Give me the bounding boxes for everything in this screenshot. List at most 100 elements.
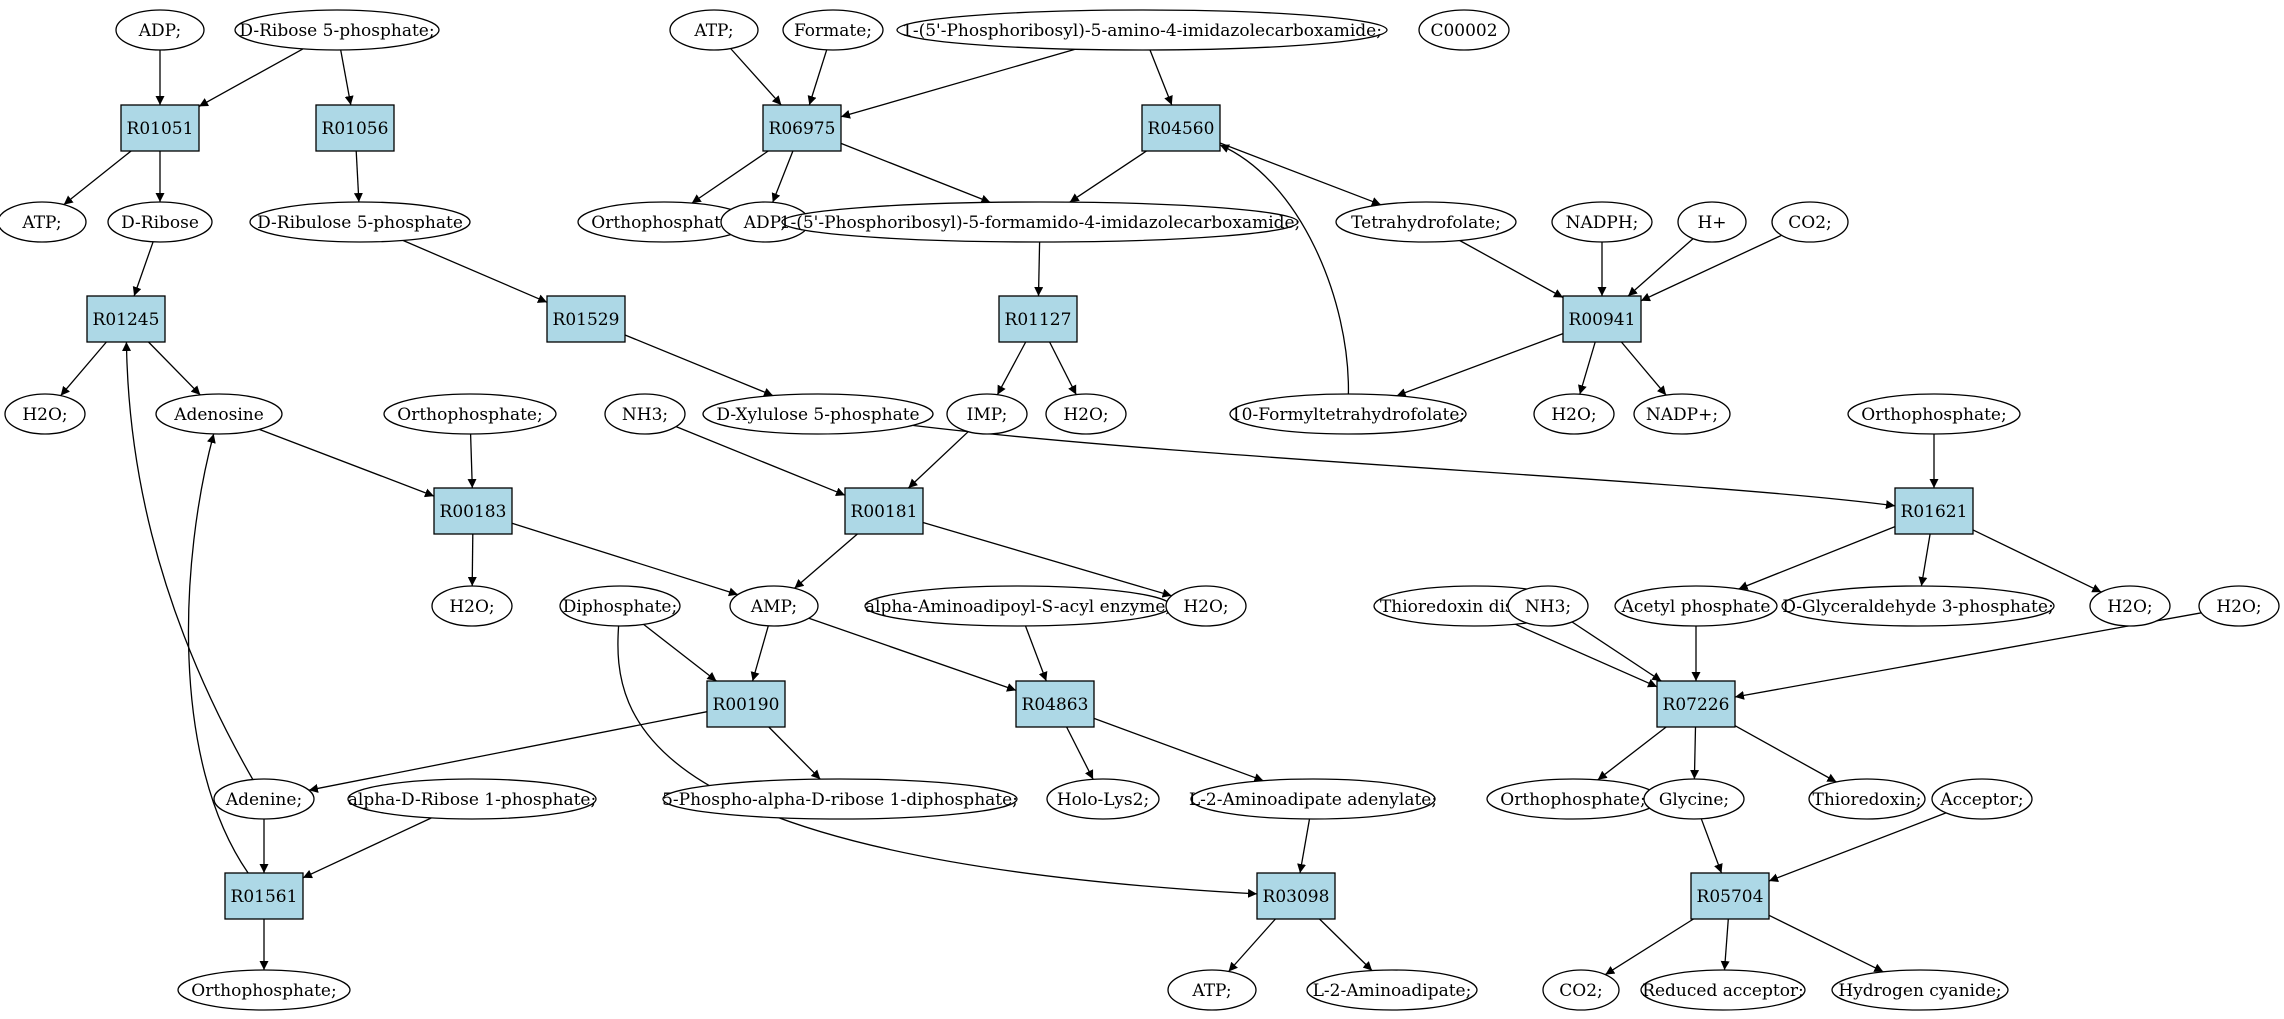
- compound-node-c_ru5p: D-Ribulose 5-phosphate: [249, 201, 471, 243]
- reaction-node-r_R06975: R06975: [762, 104, 842, 152]
- compound-ellipse: [1633, 393, 1731, 435]
- reaction-node-r_R07226: R07226: [1656, 680, 1736, 728]
- compound-node-c_h2o5: H2O;: [1165, 585, 1247, 627]
- compound-ellipse: [604, 393, 686, 435]
- compound-ellipse: [669, 9, 759, 51]
- node-label: Hydrogen cyanide;: [1838, 981, 2001, 1001]
- reaction-node-r_R01051: R01051: [120, 104, 200, 152]
- node-label: Glycine;: [1659, 790, 1729, 810]
- node-label: Thioredoxin;: [1813, 790, 1922, 810]
- compound-ellipse: [155, 393, 283, 435]
- edge-r_R04863-to-c_holo: [1066, 726, 1094, 780]
- edge-r_R00181-to-c_amp: [794, 533, 858, 589]
- node-label: R04560: [1148, 119, 1215, 139]
- compound-ellipse: [702, 393, 934, 435]
- node-label: ATP;: [693, 21, 733, 41]
- node-label: alpha-D-Ribose 1-phosphate;: [348, 790, 596, 810]
- edge-r_R04560-to-c_faicar: [1069, 150, 1147, 203]
- edge-r_R00190-to-c_adenine: [308, 711, 708, 793]
- node-label: H2O;: [2216, 597, 2261, 617]
- edge-r_R07226-to-c_trx: [1734, 725, 1837, 783]
- compound-node-c_formate: Formate;: [782, 9, 884, 51]
- edge-c_thf-to-r_R00941: [1459, 239, 1564, 299]
- node-label: R00183: [440, 502, 507, 522]
- compound-node-c_ortho5: Orthophosphate;: [177, 969, 351, 1011]
- node-label: R03098: [1263, 887, 1330, 907]
- node-label: C00002: [1430, 21, 1497, 41]
- compound-ellipse: [1808, 778, 1926, 820]
- edge-c_diphos-to-r_R00190: [643, 623, 717, 682]
- compound-ellipse: [946, 393, 1028, 435]
- node-label: CO2;: [1788, 213, 1832, 233]
- node-label: Adenosine: [173, 405, 264, 425]
- node-label: NADP+;: [1646, 405, 1718, 425]
- reaction-box: [1015, 680, 1095, 728]
- edge-r_R01529-to-c_xu5p: [624, 334, 774, 397]
- reaction-node-r_R01245: R01245: [86, 295, 166, 343]
- edge-c_imp-to-r_R00181: [907, 431, 969, 489]
- node-label: ATP;: [1191, 981, 1231, 1001]
- compound-ellipse: [431, 585, 513, 627]
- edge-r_R00183-to-c_amp: [511, 522, 739, 597]
- compound-ellipse: [1335, 201, 1517, 243]
- edge-c_dribose-to-r_R01245: [132, 241, 154, 297]
- compound-ellipse: [1771, 201, 1849, 243]
- compound-node-c_hcn: Hydrogen cyanide;: [1831, 969, 2009, 1011]
- compound-node-c_prpp: 5-Phospho-alpha-D-ribose 1-diphosphate;: [662, 778, 1018, 820]
- compound-ellipse: [1847, 393, 2021, 435]
- compound-ellipse: [347, 778, 597, 820]
- edge-c_adenosine-to-r_R00183: [259, 428, 435, 498]
- node-label: R05704: [1697, 887, 1764, 907]
- node-label: R06975: [769, 119, 836, 139]
- node-label: Acceptor;: [1939, 790, 2023, 810]
- compound-ellipse: [1614, 585, 1778, 627]
- node-label: R01621: [1901, 502, 1968, 522]
- compound-ellipse: [1931, 778, 2033, 820]
- compound-ellipse: [1167, 969, 1257, 1011]
- edge-r_R05704-to-c_co2b: [1604, 918, 1694, 976]
- compound-node-c_c00002: C00002: [1418, 9, 1510, 51]
- node-label: R00181: [851, 502, 918, 522]
- compound-ellipse: [107, 201, 213, 243]
- compound-node-c_hplus: H+: [1677, 201, 1747, 243]
- compound-ellipse: [1306, 969, 1478, 1011]
- compound-ellipse: [559, 585, 681, 627]
- compound-node-c_amp: AMP;: [729, 585, 819, 627]
- compound-node-c_co2b: CO2;: [1542, 969, 1620, 1011]
- edge-r_R06975-to-c_ortho1: [691, 150, 769, 204]
- compound-ellipse: [1533, 393, 1615, 435]
- edge-r_R00190-to-c_prpp: [768, 726, 821, 780]
- reaction-box: [1562, 295, 1642, 343]
- node-label: Orthophosphate;: [191, 981, 336, 1001]
- node-label: H2O;: [22, 405, 67, 425]
- node-label: R01529: [553, 310, 620, 330]
- node-label: R04863: [1022, 695, 1089, 715]
- edge-c_ru5p-to-r_R01529: [402, 239, 548, 303]
- edge-c_r5p-to-r_R01056: [340, 49, 354, 106]
- reaction-node-r_R01056: R01056: [315, 104, 395, 152]
- edge-r_R01621-to-c_acp: [1738, 525, 1896, 590]
- node-label: CO2;: [1559, 981, 1603, 1001]
- reaction-node-r_R00183: R00183: [433, 487, 513, 535]
- compound-node-c_adp2: ADP;: [720, 201, 810, 243]
- reaction-box: [120, 104, 200, 152]
- compound-node-c_ortho1: Orthophosphate;: [577, 201, 751, 243]
- compound-node-c_nadp: NADP+;: [1633, 393, 1731, 435]
- compound-ellipse: [1045, 393, 1127, 435]
- edge-c_faicar-to-r_R01127: [1034, 241, 1044, 297]
- node-label: 10-Formyltetrahydrofolate;: [1231, 405, 1465, 425]
- reaction-node-r_R00181: R00181: [844, 487, 924, 535]
- reaction-node-r_R01561: R01561: [224, 872, 304, 920]
- reaction-node-r_R05704: R05704: [1690, 872, 1770, 920]
- compound-node-c_redacc: Reduced acceptor;: [1640, 969, 1806, 1011]
- node-label: NH3;: [1525, 597, 1571, 617]
- node-label: Holo-Lys2;: [1057, 790, 1149, 810]
- node-label: R01051: [127, 119, 194, 139]
- node-label: H+: [1697, 213, 1726, 233]
- edge-r_R01561-to-c_adenosine: [187, 433, 249, 874]
- reaction-node-r_R01127: R01127: [998, 295, 1078, 343]
- compound-ellipse: [1046, 778, 1160, 820]
- compound-node-c_nadph: NADPH;: [1551, 201, 1653, 243]
- compound-node-c_glycine: Glycine;: [1643, 778, 1745, 820]
- node-label: IMP;: [967, 405, 1008, 425]
